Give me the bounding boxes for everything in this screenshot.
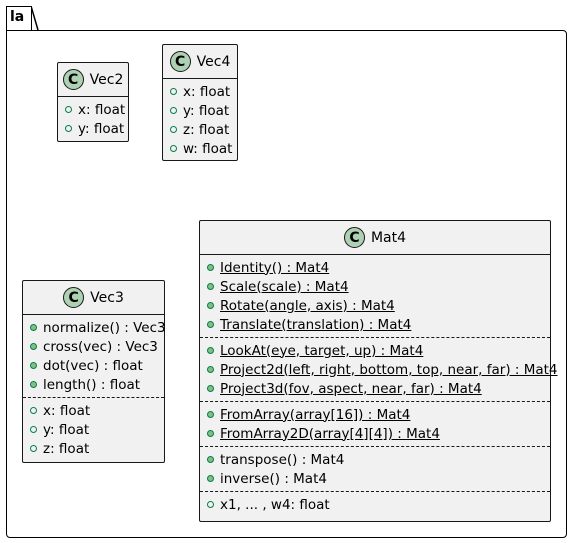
class-badge-icon: C [169,51,191,72]
public-method-icon [30,324,37,331]
public-field-icon [65,106,72,113]
class-badge-icon: C [343,227,365,248]
package-tab-slant [31,6,39,31]
package-tab [6,6,32,31]
public-field-icon [207,501,214,508]
method-section: transpose() : Mat4 inverse() : Mat4 [200,446,550,491]
class-header: C Vec2 [58,63,128,97]
field-section: x: float y: float z: float w: float [163,79,237,161]
public-field-icon [170,145,177,152]
static-method-row: Scale(scale) : Mat4 [200,277,550,296]
field-row: y: float [23,420,164,439]
class-vec3[interactable]: C Vec3 normalize() : Vec3 cross(vec) : V… [22,280,166,463]
field-section: x: float y: float [58,97,128,141]
field-row: y: float [163,101,237,120]
public-method-icon [30,381,37,388]
package-name: la [10,9,25,25]
method-row: transpose() : Mat4 [200,450,550,469]
class-name: Mat4 [370,229,407,246]
method-row: inverse() : Mat4 [200,469,550,488]
public-field-icon [30,445,37,452]
public-method-icon [30,362,37,369]
class-name: Vec3 [90,289,124,306]
field-row: x: float [163,82,237,101]
class-vec2[interactable]: C Vec2 x: float y: float [57,62,129,142]
static-method-row: Project3d(fov, aspect, near, far) : Mat4 [200,379,550,398]
field-row: z: float [23,439,164,458]
static-method-row: Rotate(angle, axis) : Mat4 [200,296,550,315]
field-row: w: float [163,139,237,158]
field-section: x1, ... , w4: float [200,491,550,517]
public-field-icon [65,125,72,132]
public-field-icon [170,126,177,133]
public-field-icon [30,407,37,414]
class-vec4[interactable]: C Vec4 x: float y: float z: float w: flo… [162,44,238,161]
static-method-section: Identity() : Mat4 Scale(scale) : Mat4 Ro… [200,255,550,337]
class-name: Vec2 [89,71,124,88]
static-method-row: Project2d(left, right, bottom, top, near… [200,360,558,379]
public-method-icon [207,411,214,418]
class-name: Vec4 [196,53,231,70]
public-method-icon [207,456,214,463]
field-section: x: float y: float z: float [23,397,164,461]
public-method-icon [207,430,214,437]
field-row: x1, ... , w4: float [200,495,550,514]
static-method-row: LookAt(eye, target, up) : Mat4 [200,341,550,360]
field-row: x: float [58,100,128,119]
method-row: dot(vec) : float [23,356,164,375]
field-row: x: float [23,401,164,420]
public-method-icon [207,385,214,392]
class-badge-icon: C [63,287,85,308]
method-row: cross(vec) : Vec3 [23,337,164,356]
public-method-icon [207,302,214,309]
class-badge-icon: C [62,69,84,90]
method-section: normalize() : Vec3 cross(vec) : Vec3 dot… [23,315,166,397]
public-field-icon [30,426,37,433]
public-method-icon [207,321,214,328]
static-method-row: FromArray(array[16]) : Mat4 [200,405,550,424]
public-method-icon [207,283,214,290]
public-method-icon [207,475,214,482]
method-row: length() : float [23,375,164,394]
public-field-icon [170,107,177,114]
class-header: C Vec4 [163,45,237,79]
field-row: y: float [58,119,128,138]
public-field-icon [170,88,177,95]
class-mat4[interactable]: C Mat4 Identity() : Mat4 Scale(scale) : … [199,220,558,522]
public-method-icon [207,366,214,373]
public-method-icon [207,347,214,354]
public-method-icon [207,264,214,271]
class-header: C Vec3 [23,281,164,315]
field-row: z: float [163,120,237,139]
static-method-row: Translate(translation) : Mat4 [200,315,550,334]
static-method-section: LookAt(eye, target, up) : Mat4 Project2d… [200,337,558,401]
static-method-section: FromArray(array[16]) : Mat4 FromArray2D(… [200,401,550,446]
method-row: normalize() : Vec3 [23,318,166,337]
class-header: C Mat4 [200,221,550,255]
public-method-icon [30,343,37,350]
static-method-row: FromArray2D(array[4][4]) : Mat4 [200,424,550,443]
static-method-row: Identity() : Mat4 [200,258,550,277]
